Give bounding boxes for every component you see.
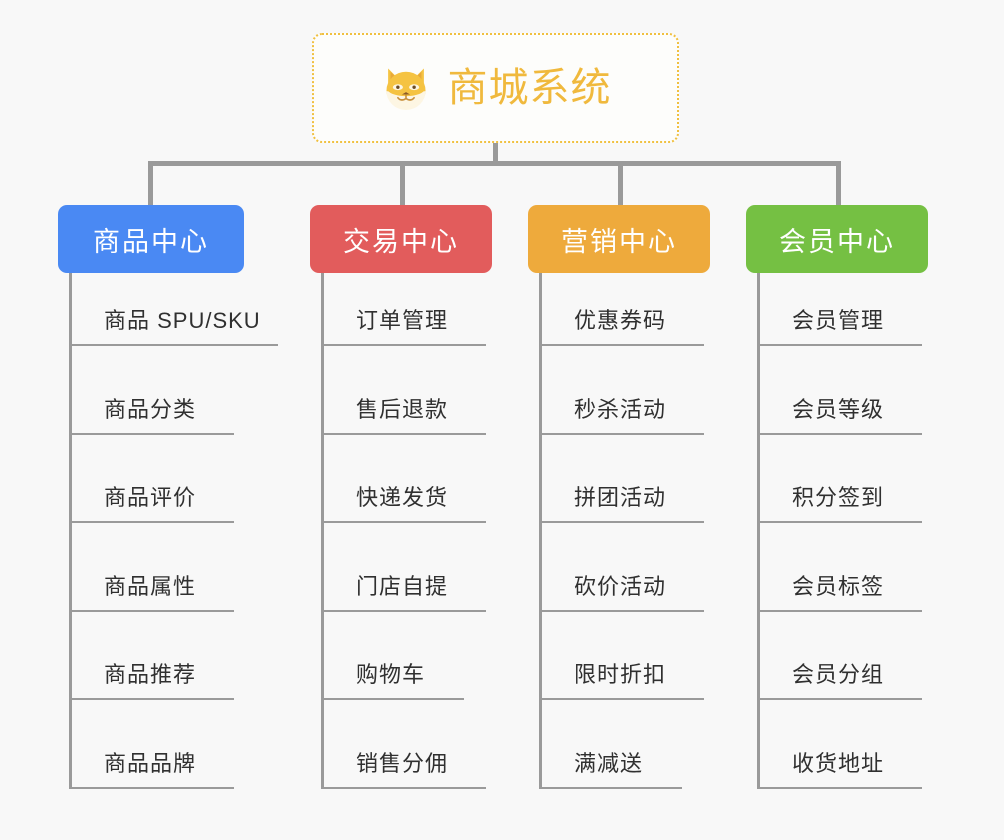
leaf-label: 优惠券码: [574, 308, 667, 333]
leaf-label: 会员管理: [792, 308, 885, 333]
leaf-item[interactable]: 售后退款: [324, 346, 492, 435]
leaf-label: 限时折扣: [574, 662, 667, 687]
leaf-item[interactable]: 销售分佣: [324, 700, 492, 789]
connector-drop-3: [618, 161, 623, 207]
category-label: 营销中心: [561, 226, 677, 257]
leaf-label: 会员标签: [792, 573, 885, 599]
root-node-title: 商城系统: [447, 66, 612, 110]
connector-drop-4: [836, 161, 841, 207]
leaf-item[interactable]: 会员等级: [760, 346, 928, 435]
category-box-marketing-center[interactable]: 营销中心: [528, 205, 710, 273]
leaf-item[interactable]: 会员标签: [760, 523, 928, 612]
leaf-item[interactable]: 满减送: [542, 700, 710, 789]
leaf-label: 门店自提: [356, 573, 449, 599]
leaf-label: 商品 SPU/SKU: [104, 308, 261, 333]
connector-root-stem: [493, 143, 498, 165]
leaf-item[interactable]: 收货地址: [760, 700, 928, 789]
root-node-mall-system[interactable]: 商城系统: [312, 33, 679, 143]
leaf-item[interactable]: 快递发货: [324, 435, 492, 524]
category-label: 交易中心: [343, 226, 459, 257]
leaf-label: 秒杀活动: [574, 396, 667, 422]
category-box-product-center[interactable]: 商品中心: [58, 205, 244, 273]
leaf-label: 售后退款: [356, 396, 449, 422]
leaf-label: 商品属性: [104, 573, 197, 599]
leaf-label: 满减送: [574, 750, 644, 776]
leaf-label: 商品分类: [104, 396, 197, 422]
leaf-item[interactable]: 优惠券码: [542, 273, 710, 346]
leaf-list-marketing-center: 优惠券码 秒杀活动 拼团活动 砍价活动 限时折扣 满减送: [539, 273, 710, 789]
leaf-label: 快递发货: [356, 485, 449, 510]
leaf-label: 砍价活动: [574, 573, 667, 599]
leaf-item[interactable]: 会员管理: [760, 273, 928, 346]
leaf-item[interactable]: 商品分类: [72, 346, 261, 435]
leaf-item[interactable]: 积分签到: [760, 435, 928, 524]
leaf-item[interactable]: 限时折扣: [542, 612, 710, 701]
category-box-member-center[interactable]: 会员中心: [746, 205, 928, 273]
leaf-item[interactable]: 会员分组: [760, 612, 928, 701]
leaf-label: 商品推荐: [104, 662, 197, 687]
leaf-item[interactable]: 商品评价: [72, 435, 261, 524]
leaf-item[interactable]: 购物车: [324, 612, 492, 701]
leaf-item[interactable]: 商品推荐: [72, 612, 261, 701]
connector-horizontal-bus: [148, 161, 840, 166]
category-label: 会员中心: [779, 226, 895, 257]
leaf-item[interactable]: 商品 SPU/SKU: [72, 273, 278, 346]
leaf-label: 收货地址: [792, 750, 885, 776]
branch-column-trade-center: 交易中心 订单管理 售后退款 快递发货 门店自提 购物车 销售分佣: [310, 205, 492, 789]
leaf-item[interactable]: 砍价活动: [542, 523, 710, 612]
leaf-label: 拼团活动: [574, 485, 667, 510]
connector-drop-2: [400, 161, 405, 207]
branch-column-member-center: 会员中心 会员管理 会员等级 积分签到 会员标签 会员分组 收货地址: [746, 205, 928, 789]
leaf-label: 商品品牌: [104, 750, 197, 776]
leaf-item[interactable]: 商品属性: [72, 523, 261, 612]
leaf-label: 销售分佣: [356, 750, 449, 776]
leaf-item[interactable]: 秒杀活动: [542, 346, 710, 435]
branch-column-product-center: 商品中心 商品 SPU/SKU 商品分类 商品评价 商品属性 商品推荐 商品品牌: [58, 205, 278, 789]
branch-column-marketing-center: 营销中心 优惠券码 秒杀活动 拼团活动 砍价活动 限时折扣 满减送: [528, 205, 710, 789]
leaf-item[interactable]: 订单管理: [324, 273, 492, 346]
leaf-item[interactable]: 拼团活动: [542, 435, 710, 524]
leaf-label: 会员等级: [792, 396, 885, 422]
shiba-dog-face-icon: [386, 68, 425, 110]
leaf-list-product-center: 商品 SPU/SKU 商品分类 商品评价 商品属性 商品推荐 商品品牌: [69, 273, 278, 789]
leaf-item[interactable]: 门店自提: [324, 523, 492, 612]
leaf-list-trade-center: 订单管理 售后退款 快递发货 门店自提 购物车 销售分佣: [321, 273, 492, 789]
leaf-item[interactable]: 商品品牌: [72, 700, 261, 789]
leaf-label: 积分签到: [792, 485, 885, 510]
leaf-label: 购物车: [356, 662, 426, 687]
category-box-trade-center[interactable]: 交易中心: [310, 205, 492, 273]
connector-drop-1: [148, 161, 153, 207]
leaf-label: 订单管理: [356, 308, 449, 333]
category-label: 商品中心: [93, 226, 209, 257]
leaf-label: 会员分组: [792, 662, 885, 687]
leaf-list-member-center: 会员管理 会员等级 积分签到 会员标签 会员分组 收货地址: [757, 273, 928, 789]
leaf-label: 商品评价: [104, 485, 197, 510]
